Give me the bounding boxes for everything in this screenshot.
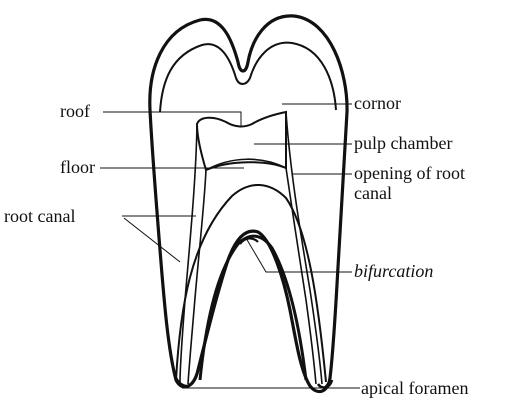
label-apical-foramen: apical foramen xyxy=(361,378,468,398)
label-root-canal: root canal xyxy=(4,206,75,226)
label-cornor: cornor xyxy=(354,93,401,113)
label-floor: floor xyxy=(60,157,95,177)
label-pulp-chamber: pulp chamber xyxy=(354,133,452,153)
label-opening-of-root-canal: opening of root canal xyxy=(354,163,504,203)
label-bifurcation: bifurcation xyxy=(354,261,433,281)
label-roof: roof xyxy=(60,101,90,121)
